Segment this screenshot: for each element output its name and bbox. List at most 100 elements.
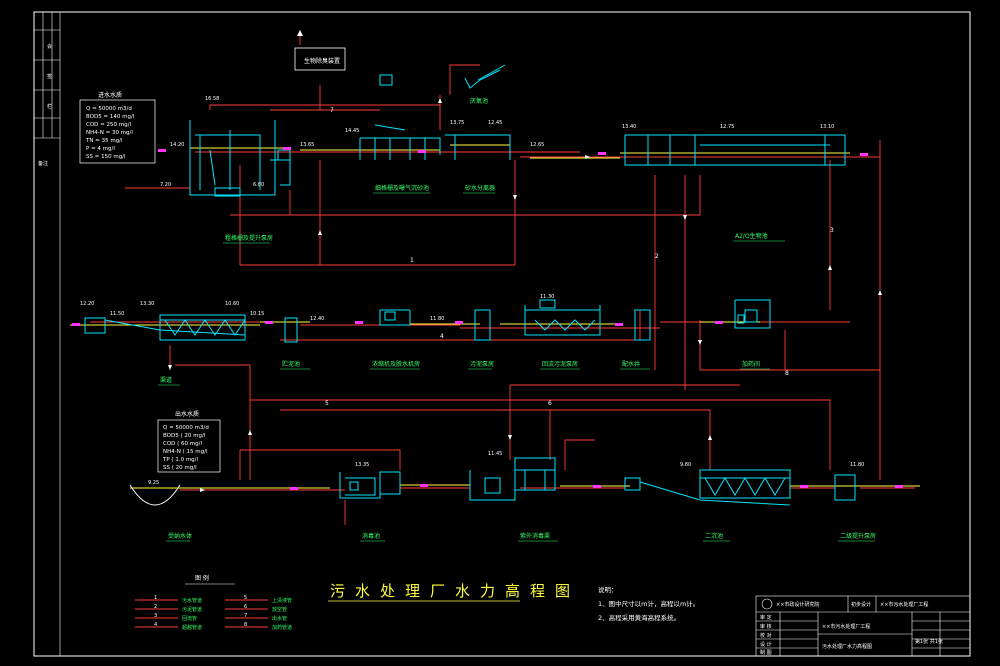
effluent-row: BOD5 ( 20 mg/l [163, 433, 206, 439]
flow-number: 2 [655, 253, 659, 260]
title-block-project-sub: ××市污水处理厂工程 [822, 623, 870, 630]
unit-label-dosing: 加药间 [742, 360, 760, 368]
side-strip-label-1: 会 [47, 43, 52, 50]
legend-no: 7 [244, 613, 247, 619]
elevation-label: 14.20 [170, 142, 184, 148]
inner-border [59, 11, 971, 657]
effluent-quality-table: 出水水质 Q = 50000 m3/d BOD5 ( 20 mg/l COD (… [157, 410, 221, 473]
unit-label-anaerobic: 厌氧池 [470, 97, 488, 105]
effluent-heading: 出水水质 [175, 410, 199, 418]
elevation-label: 6.80 [253, 182, 264, 188]
effluent-row: NH4-N ( 15 mg/l [163, 449, 208, 455]
notes-item: 2、高程采用黄海高程系统。 [598, 613, 680, 622]
sludge-belt-structure [84, 314, 298, 343]
unit-label-disinfection: 消毒池 [362, 532, 380, 540]
grit-separator-structure [464, 64, 506, 89]
effluent-row: Q = 50000 m3/d [163, 425, 209, 431]
unit-label-sludge-storage: 贮泥池 [282, 360, 300, 368]
unit-label-distribution-well: 配水井 [622, 360, 640, 368]
legend-label: 污水管道 [182, 597, 202, 604]
disinfection-tank-structure [339, 471, 401, 499]
influent-row: Q = 50000 m3/d [86, 106, 132, 112]
title-block-row: 设 计 [760, 641, 772, 648]
unit-label-return-pump: 回流污泥泵房 [542, 360, 578, 368]
side-strip-label-3: 栏 [47, 103, 52, 110]
legend: 图 例 1 2 3 4 5 6 7 8 污水管道 污泥管道 回流管 超越管道 [135, 574, 292, 631]
influent-row: NH4-N = 30 mg/l [86, 130, 133, 136]
dosing-room-structure [734, 299, 771, 329]
elevation-label: 13.65 [300, 142, 314, 148]
title-block [755, 595, 971, 657]
title-block-company: ××市政设计研究院 [776, 601, 819, 608]
legend-no: 6 [244, 604, 247, 610]
elevation-label: 12.65 [530, 142, 544, 148]
distribution-well-structure [634, 309, 651, 341]
legend-label: 回流管 [182, 615, 197, 622]
elevation-label: 13.10 [820, 124, 834, 130]
unit-label-grit-separator: 砂水分离器 [465, 184, 495, 192]
legend-label: 上清液管 [272, 597, 292, 604]
elevation-label: 11.45 [488, 451, 502, 457]
flow-number: 8 [785, 370, 789, 377]
title-block-row: 校 对 [760, 632, 772, 639]
elevation-label: 10.60 [225, 301, 239, 307]
elevation-label: 12.45 [488, 120, 502, 126]
flow-arrows [168, 30, 882, 492]
receiving-water-symbol [129, 484, 181, 506]
elevation-label: 16.58 [205, 96, 219, 102]
legend-no: 8 [244, 622, 247, 628]
flow-number: 5 [325, 400, 329, 407]
legend-label: 超越管道 [182, 624, 202, 631]
unit-label-fine-screen: 细格栅及曝气沉砂池 [375, 184, 429, 192]
legend-label: 污泥管道 [182, 606, 202, 613]
influent-heading: 进水水质 [98, 91, 122, 99]
side-strip-note: 备注 [38, 160, 48, 167]
legend-no: 5 [244, 595, 247, 601]
title-block-drawing-name: 污水处理厂水力高程图 [822, 643, 872, 650]
unit-label-uv: 紫外消毒渠 [520, 532, 550, 540]
elevation-label: 7.20 [160, 182, 171, 188]
unit-label-sludge-pump: 污泥泵房 [470, 360, 494, 368]
unit-label-secondary-clarifier: 二沉池 [705, 532, 723, 540]
elevation-label: 11.50 [110, 311, 124, 317]
influent-quality-table: 进水水质 Q = 50000 m3/d BOD5 = 140 mg/l COD … [79, 91, 156, 164]
fine-screen-grit-structure [359, 74, 511, 160]
pipe-network [90, 30, 915, 525]
legend-label: 出水管 [272, 615, 287, 622]
elevation-label: 11.80 [850, 462, 864, 468]
elevation-label: 9.25 [148, 480, 159, 486]
water-surface-lines [70, 144, 920, 489]
unit-label-lift-pump: 二级提升泵房 [840, 532, 876, 540]
a2o-tank-structure [624, 134, 846, 166]
influent-row: P = 4 mg/l [86, 146, 115, 152]
legend-no: 2 [154, 604, 157, 610]
legend-label: 加药管道 [272, 624, 292, 631]
notes: 说明： 1、图中尺寸以m计，高程以m计。 2、高程采用黄海高程系统。 [598, 585, 699, 622]
title-block-stage: 初步设计 [851, 601, 871, 608]
unit-label-coarse-screen: 粗格栅及提升泵房 [225, 234, 273, 242]
unit-label-receiving-water: 受纳水体 [168, 532, 192, 540]
elevation-label: 12.40 [310, 316, 324, 322]
elevation-label: 12.75 [720, 124, 734, 130]
legend-heading: 图 例 [195, 574, 209, 582]
title-block-sheet: 第1张 共1张 [915, 638, 943, 645]
legend-label: 放空管 [272, 606, 287, 613]
elevation-label: 11.30 [540, 294, 554, 300]
flow-number: 1 [410, 257, 414, 264]
notes-item: 1、图中尺寸以m计，高程以m计。 [598, 599, 699, 608]
legend-no: 4 [154, 622, 157, 628]
coarse-screen-structure [189, 120, 291, 197]
sludge-pump-structure [379, 309, 411, 326]
effluent-row: SS ( 20 mg/l [163, 465, 197, 471]
influent-row: TN = 35 mg/l [85, 138, 123, 144]
title-block-row: 审 核 [760, 623, 772, 630]
drawing-title: 污水处理厂水力高程图 [330, 582, 580, 600]
influent-row: SS = 150 mg/l [86, 154, 126, 160]
influent-row: BOD5 = 140 mg/l [86, 114, 135, 120]
elevation-label: 11.80 [430, 316, 444, 322]
elevation-label: 12.20 [80, 301, 94, 307]
flow-number: 7 [330, 107, 334, 114]
elevation-label: 10.15 [250, 311, 264, 317]
odor-control-label: 生物除臭装置 [304, 57, 340, 65]
